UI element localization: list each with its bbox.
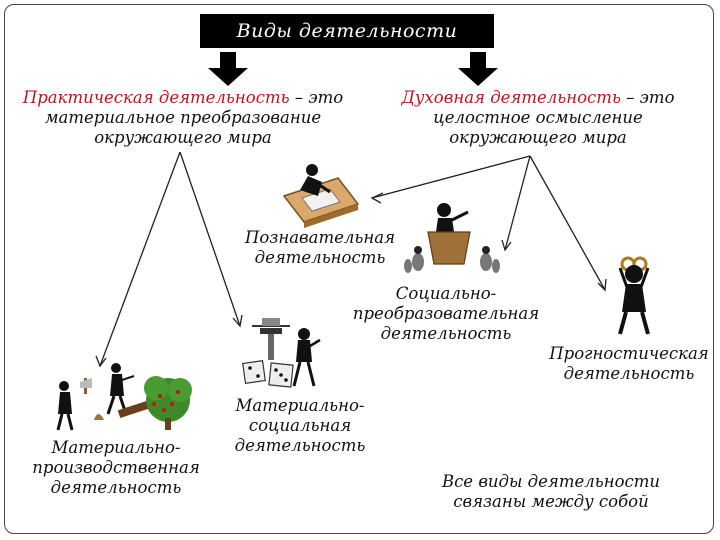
spiritual-definition-line3: окружающего мира [449, 128, 627, 147]
down-arrow-left [208, 52, 248, 86]
arrowhead-social-transform [501, 239, 512, 252]
material-production-illustration [56, 363, 192, 431]
down-arrow-right [458, 52, 498, 86]
social-transform-label: Социально- преобразовательная деятельнос… [346, 284, 546, 344]
practical-dash: – это [289, 88, 344, 107]
material-production-label-line1: Материально- [51, 438, 181, 457]
arrowhead-prognostic [597, 278, 607, 292]
material-social-illustration [242, 318, 321, 388]
arrowhead-material-production [95, 355, 107, 368]
cognitive-label-line1: Познавательная [245, 228, 395, 247]
line-to-cognitive [371, 155, 531, 199]
line-to-prognostic [529, 155, 606, 291]
material-social-label: Материально- социальная деятельность [218, 396, 382, 456]
practical-definition-line3: окружающего мира [94, 128, 272, 147]
conclusion-line2: связаны между собой [453, 492, 649, 511]
practical-definition: Практическая деятельность – это материал… [10, 88, 356, 148]
prognostic-label-line2: деятельность [563, 364, 695, 383]
arrowhead-material-social [232, 314, 243, 328]
material-social-label-line2: социальная [248, 416, 352, 435]
social-transform-label-line2: преобразовательная [352, 304, 540, 323]
prognostic-label: Прогностическая деятельность [544, 344, 714, 384]
spiritual-definition: Духовная деятельность – это целостное ос… [390, 88, 686, 148]
spiritual-definition-line2: целостное осмысление [433, 108, 643, 127]
material-production-label-line3: деятельность [50, 478, 182, 497]
line-to-material-production [99, 151, 181, 367]
arrowhead-cognitive [370, 192, 384, 204]
practical-term: Практическая деятельность [22, 88, 290, 107]
conclusion-line1: Все виды деятельности [441, 472, 661, 491]
diagram-title-text: Виды деятельности [236, 20, 458, 42]
spiritual-definition-line1: Духовная деятельность – это [390, 88, 686, 108]
prognostic-label-line1: Прогностическая [549, 344, 709, 363]
slide-frame [4, 4, 714, 534]
practical-definition-line2: материальное преобразование [44, 108, 322, 127]
line-to-material-social [179, 151, 241, 327]
prognostic-illustration [618, 256, 650, 335]
line-to-social-transform [504, 155, 531, 251]
material-production-label: Материально- производственная деятельнос… [24, 438, 208, 498]
cognitive-illustration [282, 164, 360, 228]
material-social-label-line1: Материально- [235, 396, 365, 415]
social-transform-label-line1: Социально- [395, 284, 497, 303]
spiritual-dash: – это [620, 88, 675, 107]
social-transform-label-line3: деятельность [380, 324, 512, 343]
practical-definition-line1: Практическая деятельность – это [10, 88, 356, 108]
cognitive-label: Познавательная деятельность [234, 228, 406, 268]
cognitive-label-line2: деятельность [254, 248, 386, 267]
material-social-label-line3: деятельность [234, 436, 366, 455]
diagram-title: Виды деятельности [200, 14, 494, 48]
spiritual-term: Духовная деятельность [401, 88, 621, 107]
conclusion-text: Все виды деятельности связаны между собо… [420, 472, 682, 512]
material-production-label-line2: производственная [32, 458, 200, 477]
social-transform-illustration [404, 203, 500, 273]
